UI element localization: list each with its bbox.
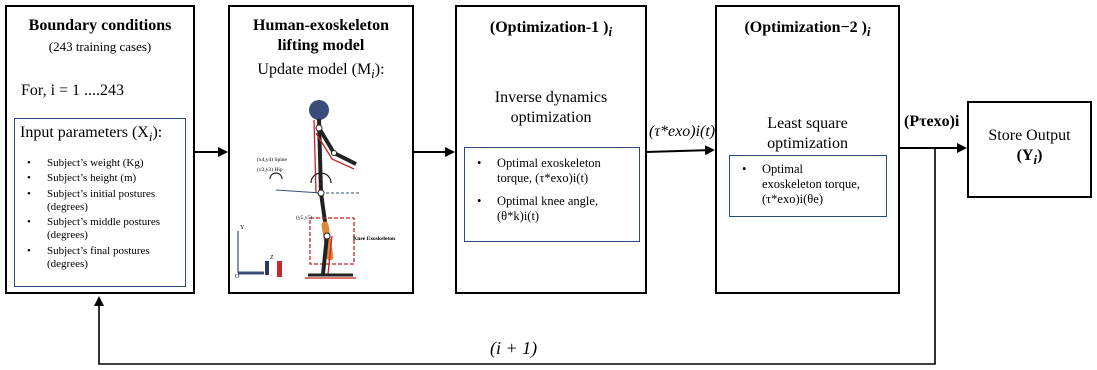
boundary-conditions-box: Boundary conditions (243 training cases)… (5, 5, 195, 294)
boundary-conditions-title: Boundary conditions (28, 17, 172, 34)
optimization-2-box: (Optimization−2 )i Least square optimiza… (715, 5, 900, 294)
knee-exoskeleton-label: Knee Exoskeleton (353, 236, 396, 242)
input-parameters-panel: Input parameters (Xi): Subject’s weight … (14, 118, 186, 287)
head-shape (309, 100, 329, 120)
store-output-label: Store Output (988, 127, 1071, 144)
y-axis-label: Y (240, 225, 245, 231)
spine-label: (x4,y4) Spine (257, 157, 287, 163)
result-item-knee-angle: Optimal knee angle,(θ*k)i(t) (477, 194, 637, 224)
exoskeleton-figure (237, 100, 360, 279)
p-tau-exo-arrow-label: (Pτexo)i (904, 113, 960, 130)
param-item: Subject’s initial postures (degrees) (27, 188, 181, 215)
knee-point-label: (y5,y5) (296, 215, 313, 221)
training-cases-subtitle: (243 training cases) (48, 39, 152, 54)
optimization-1-title: (Optimization-1 )i (489, 19, 613, 40)
least-square-line1: Least square (767, 115, 848, 132)
loop-increment-label: (i + 1) (490, 338, 538, 358)
param-item: Subject’s height (m) (27, 172, 181, 186)
lifting-model-title-line1: Human-exoskeleton (253, 17, 389, 34)
param-item: Subject’s weight (Kg) (27, 157, 181, 171)
update-model-label: Update model (Mi): (257, 61, 385, 82)
lifting-model-title-line2: lifting model (277, 37, 365, 54)
inverse-dynamics-line1: Inverse dynamics (494, 89, 608, 106)
input-parameters-list: Subject’s weight (Kg) Subject’s height (… (15, 157, 181, 273)
z-axis-label: Z (270, 255, 274, 261)
param-item: Subject’s final postures (degrees) (27, 245, 181, 272)
store-output-variable: (Yi) (1016, 147, 1043, 168)
loop-range-text: For, i = 1 ....243 (21, 82, 125, 99)
least-square-line2: optimization (767, 135, 848, 152)
tau-exo-arrow-label: (τ*exo)i(t) (649, 123, 716, 140)
optimization-1-box: (Optimization-1 )i Inverse dynamics opti… (455, 5, 647, 294)
arrow-box3-box4 (645, 145, 715, 156)
optimization-2-title: (Optimization−2 )i (744, 19, 871, 40)
input-parameters-title: Input parameters (Xi): (20, 124, 163, 145)
origin-label: O (235, 274, 240, 280)
knee-exoskeleton-region (309, 217, 355, 265)
inverse-dynamics-line2: optimization (510, 109, 592, 126)
hip-label: (x3,y3) Hip (257, 167, 283, 173)
store-output-box: Store Output (Yi) (967, 101, 1092, 198)
feedback-loop (94, 148, 936, 365)
lifting-model-box: Human-exoskeleton lifting model Update m… (228, 5, 414, 294)
param-item: Subject’s middle postures (degrees) (27, 216, 181, 243)
